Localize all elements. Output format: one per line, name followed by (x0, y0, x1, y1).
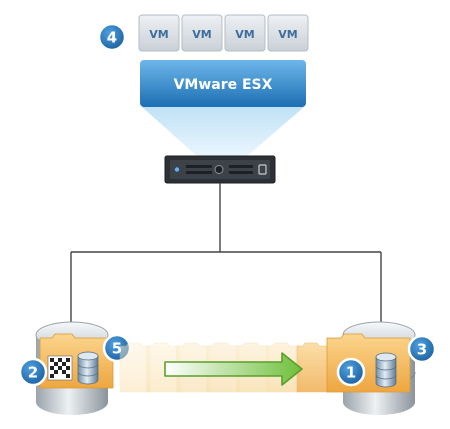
badge-number: 2 (28, 364, 38, 382)
vm-box: VM (267, 14, 309, 52)
datastore-folder (326, 333, 411, 393)
vm-label: VM (235, 28, 254, 41)
vm-label: VM (149, 28, 168, 41)
vm-box: VM (181, 14, 223, 52)
badge-number: 3 (417, 341, 427, 359)
vm-label: VM (278, 28, 297, 41)
hypervisor-label: VMware ESX (174, 77, 273, 93)
projection-beam (142, 107, 304, 157)
migration-trail (119, 342, 331, 393)
badge-1: 1 (336, 357, 366, 387)
network-cables (70, 183, 382, 322)
vm-box: VM (224, 14, 266, 52)
badge-number: 5 (112, 340, 122, 358)
badge-2: 2 (18, 357, 48, 387)
badge-number: 4 (107, 29, 117, 47)
migration-arrow-icon (164, 352, 303, 386)
badge-3: 3 (407, 334, 437, 364)
data-grid-icon (47, 355, 73, 381)
vm-box: VM (138, 14, 180, 52)
vm-label: VM (192, 28, 211, 41)
rack-server-icon (164, 155, 276, 184)
badge-number: 1 (346, 364, 356, 382)
database-cylinder-icon (77, 351, 99, 385)
hypervisor-bar: VMware ESX (140, 60, 306, 107)
vm-group: VM VM VM VM (138, 14, 309, 52)
badge-4: 4 (97, 22, 127, 52)
database-cylinder-icon (375, 352, 397, 388)
